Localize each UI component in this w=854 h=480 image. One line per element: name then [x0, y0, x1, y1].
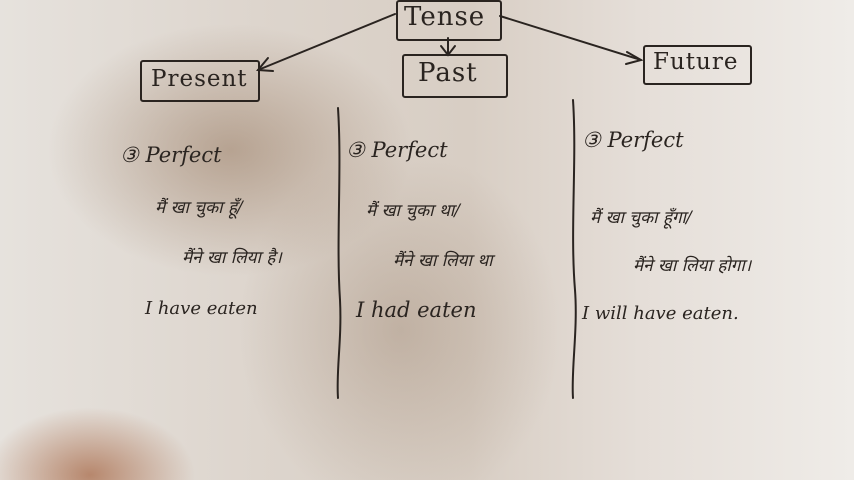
arrowhead-future	[625, 51, 644, 65]
future-hindi-line1: मैं खा चुका हूँगा/	[590, 208, 692, 228]
past-heading: ③ Perfect	[346, 138, 448, 162]
present-box	[140, 60, 260, 102]
present-label: Present	[151, 66, 248, 92]
future-box	[643, 45, 752, 85]
present-heading: ③ Perfect	[120, 143, 222, 167]
arrow-to-present	[257, 13, 396, 71]
past-hindi-line1: मैं खा चुका था/	[366, 201, 460, 221]
arrow-to-future	[499, 15, 642, 61]
past-hindi-line2: मैंने खा लिया था	[393, 251, 493, 271]
present-hindi-line2: मैंने खा लिया है।	[182, 248, 282, 268]
future-label: Future	[653, 49, 739, 75]
divider-right	[571, 99, 577, 399]
root-box	[396, 0, 502, 41]
future-english: I will have eaten.	[582, 303, 739, 324]
divider-left	[336, 107, 342, 399]
past-english: I had eaten	[356, 298, 477, 322]
future-hindi-line2: मैंने खा लिया होगा।	[633, 256, 752, 276]
present-hindi-line1: मैं खा चुका हूँ/	[155, 198, 243, 218]
root-label: Tense	[404, 2, 486, 32]
future-heading: ③ Perfect	[582, 128, 684, 152]
present-english: I have eaten	[145, 298, 258, 319]
past-box	[402, 54, 508, 98]
past-label: Past	[418, 58, 478, 88]
